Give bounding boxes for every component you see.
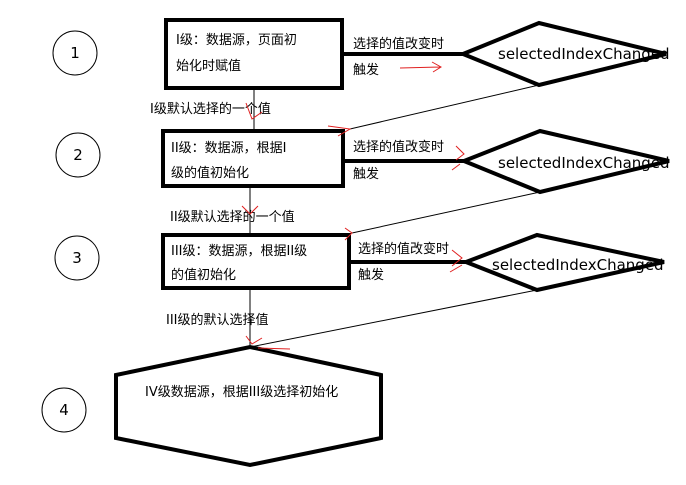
step-1-number: 1 <box>70 44 80 62</box>
step-3-number: 3 <box>72 249 82 267</box>
event-name-1: selectedIndexChanged <box>498 45 670 63</box>
default-label-2: II级默认选择的一个值 <box>170 209 295 225</box>
level-1-text-line2: 始化时赋值 <box>176 58 241 74</box>
event-name-2: selectedIndexChanged <box>498 154 670 172</box>
event-diamond-1: selectedIndexChanged <box>457 20 670 88</box>
step-4-circle: 4 <box>41 387 87 433</box>
level-2-text-line2: 级的值初始化 <box>171 165 249 181</box>
event-diamond-3: selectedIndexChanged <box>460 232 665 293</box>
default-label-1: I级默认选择的一个值 <box>150 101 271 117</box>
step-3-circle: 3 <box>54 235 100 281</box>
step-1-circle: 1 <box>52 30 98 76</box>
event-label-1-line2: 触发 <box>353 62 379 78</box>
red-annotation-marks <box>241 61 465 350</box>
event-label-2-line2: 触发 <box>353 166 379 182</box>
level-4-hexagon: IV级数据源，根据III级选择初始化 <box>114 344 383 468</box>
event-label-2-line1: 选择的值改变时 <box>353 139 444 155</box>
level-1-text-line1: I级：数据源，页面初 <box>176 33 297 48</box>
level-2-text-line1: II级：数据源，根据I <box>171 141 287 156</box>
event-diamond-2: selectedIndexChanged <box>458 128 670 195</box>
event-label-3-line1: 选择的值改变时 <box>358 241 449 257</box>
event-label-1-line1: 选择的值改变时 <box>353 36 444 52</box>
level-1-box: I级：数据源，页面初 始化时赋值 <box>164 18 344 90</box>
event-name-3: selectedIndexChanged <box>492 256 664 274</box>
level-3-text-line2: 的值初始化 <box>171 267 236 283</box>
step-4-number: 4 <box>59 401 69 419</box>
level-2-box: II级：数据源，根据I 级的值初始化 <box>161 129 345 188</box>
level-3-box: III级：数据源，根据II级 的值初始化 <box>161 233 351 290</box>
level-4-text: IV级数据源，根据III级选择初始化 <box>145 385 338 400</box>
level-3-text-line1: III级：数据源，根据II级 <box>171 244 307 259</box>
event-label-3-line2: 触发 <box>358 267 384 283</box>
step-2-number: 2 <box>73 146 83 164</box>
step-2-circle: 2 <box>55 132 101 178</box>
default-label-3: III级的默认选择值 <box>166 312 269 328</box>
